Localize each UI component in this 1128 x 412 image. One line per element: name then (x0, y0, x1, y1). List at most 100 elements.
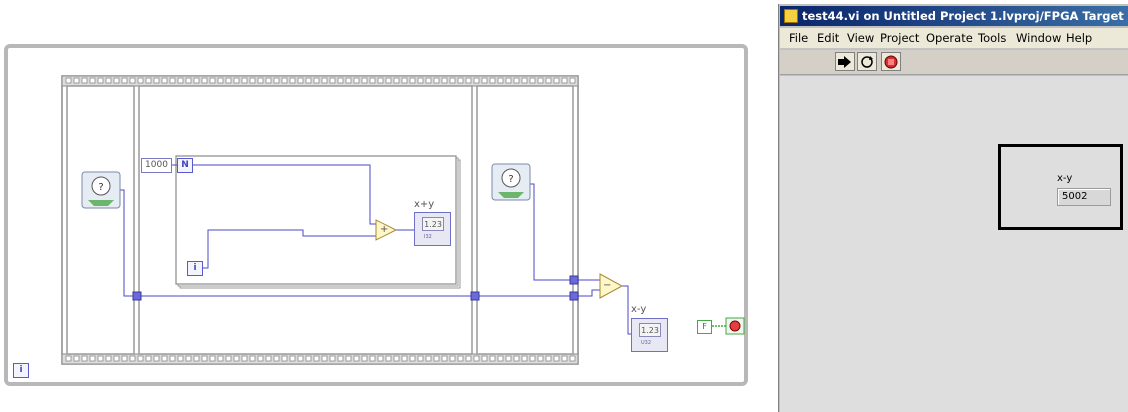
front-panel-window: test44.vi on Untitled Project 1.lvproj/F… (778, 4, 1128, 412)
film-sprocket-hole (217, 355, 224, 362)
film-sprocket-hole (193, 355, 200, 362)
film-sprocket-hole (129, 77, 136, 84)
film-sprocket-hole (89, 77, 96, 84)
film-sprocket-hole (537, 355, 544, 362)
tunnel (132, 291, 142, 301)
film-sprocket-hole (417, 355, 424, 362)
front-panel-canvas[interactable]: x-y 5002 (780, 76, 1128, 412)
diff-indicator-display: 1.23 (639, 323, 661, 337)
film-sprocket-hole (105, 77, 112, 84)
film-sprocket-hole (449, 77, 456, 84)
film-sprocket-hole (361, 355, 368, 362)
film-sprocket-hole (73, 355, 80, 362)
tunnel (569, 291, 579, 301)
film-sprocket-hole (321, 355, 328, 362)
loop-count-constant[interactable]: 1000 (141, 158, 172, 173)
menu-tools[interactable]: Tools (978, 31, 1007, 45)
menu-file[interactable]: File (789, 31, 809, 45)
iteration-terminal-outer[interactable]: i (13, 363, 29, 378)
film-sprocket-hole (297, 77, 304, 84)
film-sprocket-hole (425, 355, 432, 362)
film-sprocket-hole (545, 77, 552, 84)
diff-indicator-label: x-y (631, 304, 647, 315)
film-sprocket-hole (337, 355, 344, 362)
film-sprocket-hole (393, 355, 400, 362)
tunnel (569, 275, 579, 285)
film-sprocket-hole (65, 355, 72, 362)
labview-vi-icon (784, 9, 798, 23)
film-sprocket-hole (217, 77, 224, 84)
run-continuously-button[interactable] (857, 52, 877, 71)
film-sprocket-hole (489, 77, 496, 84)
film-sprocket-hole (169, 77, 176, 84)
film-sprocket-hole (161, 355, 168, 362)
add-node (375, 219, 398, 241)
indicator-frame: x-y 5002 (998, 144, 1123, 230)
film-sprocket-hole (329, 355, 336, 362)
film-sprocket-hole (569, 77, 576, 84)
menu-operate[interactable]: Operate (926, 31, 973, 45)
film-sprocket-hole (369, 355, 376, 362)
menu-help[interactable]: Help (1066, 31, 1093, 45)
sum-indicator-type: I32 (424, 234, 432, 240)
film-sprocket-hole (329, 77, 336, 84)
tick-count-timer-icon-1: ? (81, 171, 121, 209)
film-sprocket-hole (385, 77, 392, 84)
menu-view[interactable]: View (847, 31, 875, 45)
film-sprocket-hole (361, 77, 368, 84)
film-sprocket-hole (441, 77, 448, 84)
film-sprocket-hole (225, 355, 232, 362)
film-sprocket-hole (521, 355, 528, 362)
run-continuously-icon (861, 56, 873, 68)
film-sprocket-hole (369, 77, 376, 84)
film-sprocket-hole (513, 77, 520, 84)
menu-edit[interactable]: Edit (817, 31, 840, 45)
film-sprocket-hole (473, 355, 480, 362)
film-sprocket-hole (313, 77, 320, 84)
diff-indicator[interactable]: 1.23 U32 (631, 318, 668, 352)
sequence-frame-3 (476, 85, 574, 355)
film-sprocket-hole (569, 355, 576, 362)
tick-count-timer-icon-2: ? (491, 163, 531, 201)
for-loop-structure (175, 155, 461, 289)
film-sprocket-hole (121, 355, 128, 362)
menu-window[interactable]: Window (1016, 31, 1062, 45)
film-sprocket-hole (201, 355, 208, 362)
menu-project[interactable]: Project (880, 31, 920, 45)
film-sprocket-hole (561, 77, 568, 84)
film-sprocket-hole (457, 77, 464, 84)
count-terminal[interactable]: N (177, 158, 193, 173)
film-sprocket-hole (353, 77, 360, 84)
film-sprocket-hole (345, 355, 352, 362)
film-sprocket-hole (481, 355, 488, 362)
block-diagram[interactable]: ? ? 1000 N i i + − x+y 1 (0, 0, 760, 412)
xy-indicator-label: x-y (1057, 173, 1073, 184)
film-sprocket-hole (505, 77, 512, 84)
film-sprocket-hole (177, 355, 184, 362)
svg-text:?: ? (508, 174, 513, 185)
film-sprocket-hole (529, 355, 536, 362)
film-sprocket-hole (497, 77, 504, 84)
block-diagram-canvas: ? ? (4, 44, 748, 386)
abort-button[interactable] (881, 52, 901, 71)
sum-indicator-label: x+y (414, 199, 435, 210)
film-sprocket-hole (249, 77, 256, 84)
film-sprocket-hole (169, 355, 176, 362)
film-sprocket-hole (97, 77, 104, 84)
film-sprocket-hole (233, 77, 240, 84)
xy-indicator[interactable]: 5002 (1057, 188, 1111, 206)
sum-indicator[interactable]: 1.23 I32 (414, 212, 451, 246)
film-sprocket-hole (321, 77, 328, 84)
run-button[interactable] (835, 52, 855, 71)
title-bar[interactable]: test44.vi on Untitled Project 1.lvproj/F… (780, 6, 1128, 26)
iteration-terminal-inner[interactable]: i (187, 261, 203, 276)
film-sprocket-hole (409, 355, 416, 362)
film-sprocket-hole (113, 355, 120, 362)
stop-terminal (712, 317, 745, 335)
film-sprocket-hole (273, 77, 280, 84)
sequence-frame-1 (66, 85, 135, 355)
film-sprocket-hole (129, 355, 136, 362)
film-sprocket-hole (241, 355, 248, 362)
false-constant[interactable]: F (697, 320, 712, 334)
film-sprocket-hole (473, 77, 480, 84)
